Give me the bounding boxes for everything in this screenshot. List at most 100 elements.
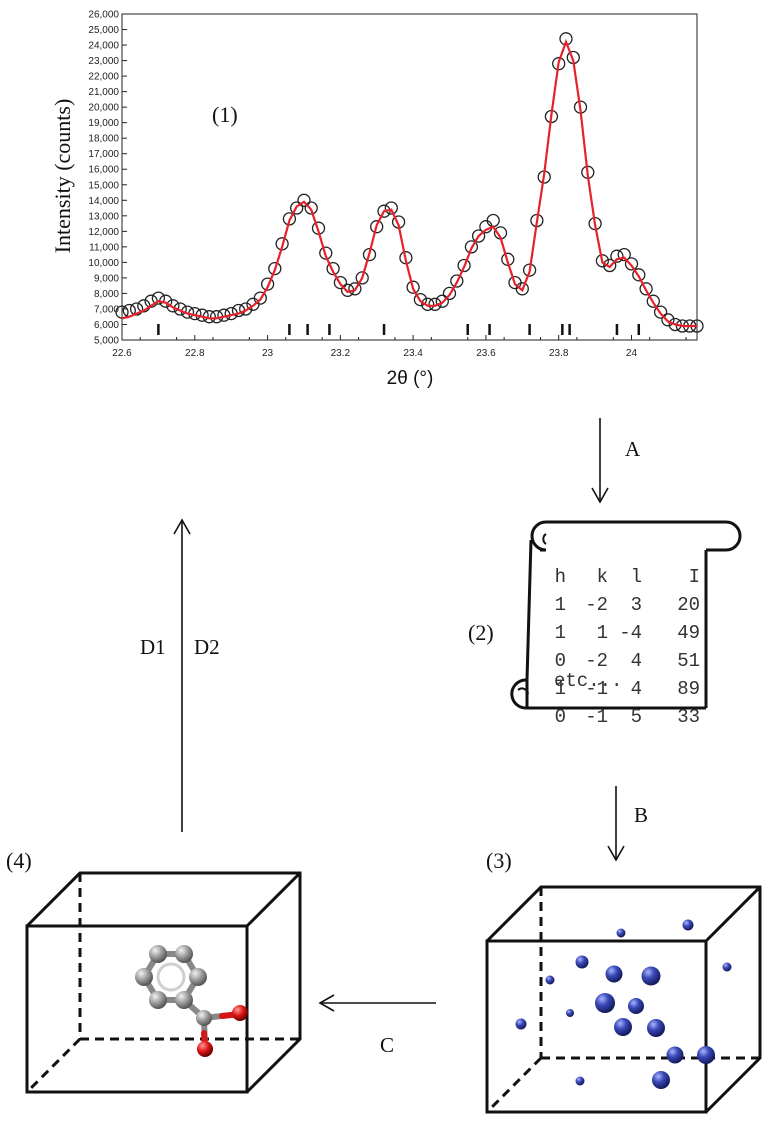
observed-point	[362, 247, 377, 262]
density-peak-sphere	[682, 919, 694, 931]
header-i: I	[689, 566, 700, 588]
arrow-c-label: C	[380, 1033, 394, 1057]
density-peak-sphere	[652, 1071, 670, 1089]
observed-point	[464, 240, 479, 254]
x-tick-label: 23.4	[403, 348, 423, 359]
row-1-h: 1	[555, 594, 566, 616]
observed-point	[522, 263, 537, 277]
reflection-table: h k l I 1 -2 3 20 1 1 -4 49 0 -2 4 51 1 …	[554, 566, 700, 728]
observed-point	[421, 297, 435, 311]
y-tick-label: 5,000	[94, 336, 119, 347]
y-tick-label: 18,000	[88, 134, 119, 145]
density-peak-sphere	[616, 928, 626, 938]
y-tick-label: 19,000	[88, 118, 119, 129]
observed-point	[260, 277, 275, 291]
unit-cell-density-map: (3)	[485, 848, 762, 1114]
aromatic-ring-icon	[156, 962, 186, 992]
powder-pattern-chart: 5,0006,0007,0008,0009,00010,00011,00012,…	[50, 10, 704, 389]
arrow-a: A	[591, 418, 641, 504]
carbon-atom	[149, 991, 167, 1009]
observed-point	[282, 212, 297, 226]
y-axis-label: Intensity (counts)	[50, 99, 75, 254]
arrow-d: D1 D2	[140, 518, 220, 832]
x-axis-label: 2θ (°)	[387, 368, 434, 389]
observed-point	[435, 294, 449, 308]
density-peak-sphere	[722, 962, 732, 972]
y-tick-label: 21,000	[88, 87, 119, 98]
y-tick-label: 26,000	[88, 10, 119, 21]
row-1-k: -2	[585, 594, 608, 616]
header-l: l	[631, 566, 642, 588]
row-3-k: -2	[585, 650, 608, 672]
y-tick-label: 11,000	[89, 242, 119, 253]
density-peak-sphere	[628, 998, 644, 1014]
observed-point	[617, 247, 631, 262]
row-3-h: 0	[555, 650, 566, 672]
arrow-d2-label: D2	[194, 635, 220, 659]
observed-point	[384, 201, 398, 215]
y-tick-label: 23,000	[88, 56, 119, 67]
y-tick-label: 25,000	[88, 25, 119, 36]
row-1-i: 20	[677, 594, 700, 616]
y-tick-label: 14,000	[88, 196, 119, 207]
density-peak-sphere	[647, 1019, 665, 1037]
row-3-i: 51	[677, 650, 700, 672]
row-4-l: 4	[631, 678, 642, 700]
density-peak-sphere	[545, 975, 555, 985]
observed-point	[304, 201, 318, 215]
observed-point	[406, 280, 420, 294]
y-tick-label: 12,000	[88, 227, 119, 238]
table-footer: etc...	[554, 670, 622, 692]
carbon-atom	[149, 945, 167, 963]
carbon-atom	[175, 991, 193, 1009]
row-4-h: 1	[555, 678, 566, 700]
y-tick-label: 6,000	[94, 320, 119, 331]
observed-point	[355, 271, 369, 285]
y-tick-label: 13,000	[88, 211, 119, 222]
observed-point	[413, 292, 428, 307]
x-tick-label: 24	[626, 348, 638, 359]
row-4-i: 89	[677, 678, 700, 700]
observed-point	[668, 317, 682, 332]
observed-point	[450, 274, 464, 288]
y-tick-label: 7,000	[94, 304, 119, 315]
x-tick-label: 23.6	[476, 348, 496, 359]
row-5-h: 0	[555, 706, 566, 728]
y-tick-label: 16,000	[88, 165, 119, 176]
density-peak-sphere	[697, 1046, 715, 1064]
row-2-l: -4	[619, 622, 642, 644]
observed-point	[595, 254, 610, 268]
arrow-b-label: B	[634, 803, 648, 827]
oxygen-atom	[197, 1041, 213, 1057]
observed-point	[639, 282, 653, 296]
observed-point	[632, 268, 646, 282]
observed-point	[290, 201, 304, 215]
row-1-l: 3	[631, 594, 642, 616]
observed-point	[515, 282, 529, 296]
carbon-atom	[135, 968, 153, 986]
y-tick-label: 22,000	[88, 72, 119, 83]
x-tick-label: 23.2	[331, 348, 351, 359]
row-5-i: 33	[677, 706, 700, 728]
observed-point	[151, 291, 166, 305]
carbon-atom	[175, 945, 193, 963]
arrow-b: B	[607, 786, 648, 862]
panel-1-label: (1)	[212, 102, 238, 127]
density-peaks	[515, 919, 732, 1089]
y-axis-ticks: 5,0006,0007,0008,0009,00010,00011,00012,…	[88, 10, 127, 347]
observed-point	[333, 275, 348, 290]
panel-2-label: (2)	[468, 620, 494, 645]
observed-point	[653, 305, 668, 319]
observed-point	[268, 261, 282, 276]
observed-point	[610, 249, 624, 263]
observed-point	[297, 193, 311, 207]
x-tick-label: 23	[262, 348, 274, 359]
row-3-l: 4	[631, 650, 642, 672]
carbon-atom	[189, 968, 207, 986]
observed-point	[486, 213, 500, 228]
observed-points	[115, 32, 704, 333]
observed-point	[442, 286, 457, 301]
oxygen-atom	[232, 1005, 248, 1021]
